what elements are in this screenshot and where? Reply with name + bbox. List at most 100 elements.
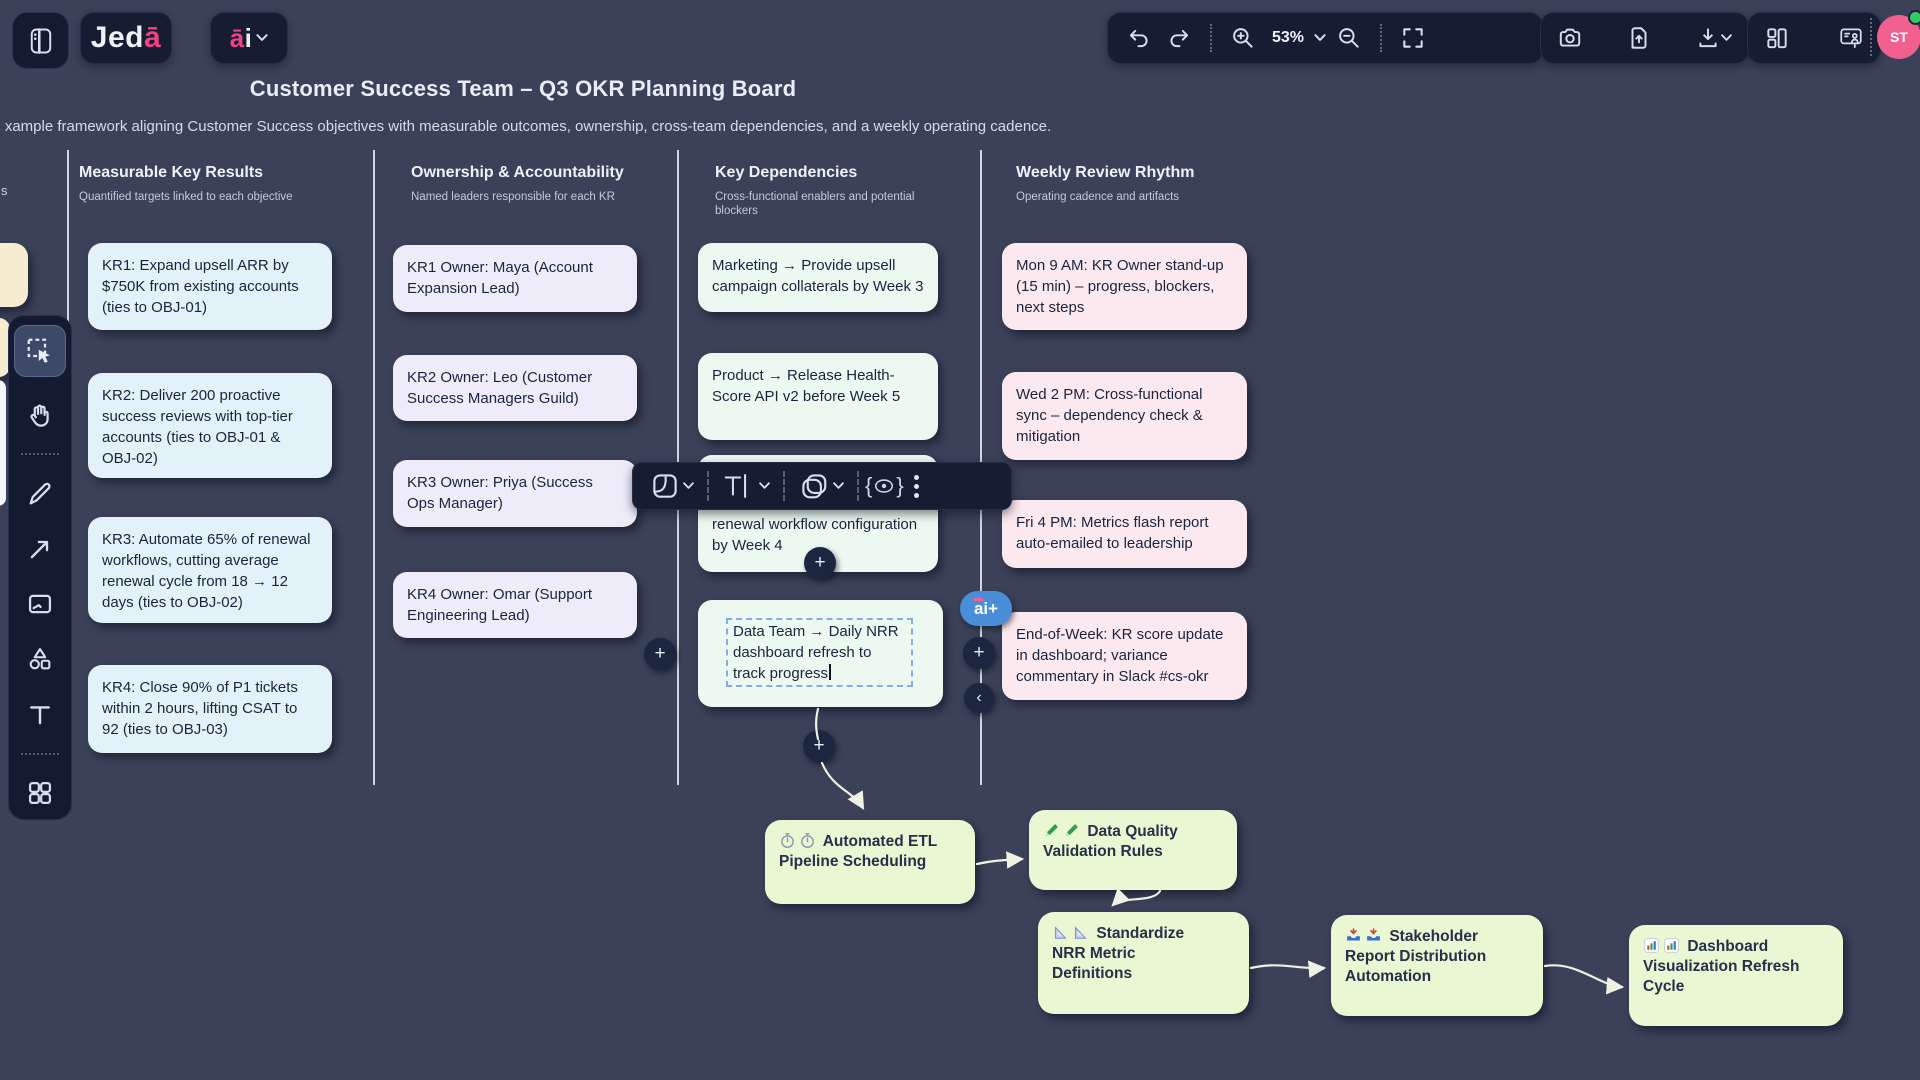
avatar-initials: ST bbox=[1890, 29, 1908, 45]
toolbar-divider bbox=[1870, 18, 1872, 56]
ai-plus-badge[interactable]: ai+ bbox=[960, 591, 1012, 626]
column-header-ownership[interactable]: Ownership & Accountability bbox=[411, 164, 624, 181]
flow-node-dashboard-refresh[interactable]: Dashboard Visualization Refresh Cycle bbox=[1629, 925, 1843, 1026]
card-text: KR4 Owner: Omar (Support Engineering Lea… bbox=[407, 586, 593, 624]
presentation-button[interactable] bbox=[1834, 21, 1868, 55]
fullscreen-button[interactable] bbox=[1396, 21, 1430, 55]
card-kr1-owner[interactable]: KR1 Owner: Maya (Account Expansion Lead) bbox=[393, 245, 637, 312]
view-toolbar bbox=[1747, 12, 1881, 64]
hand-tool[interactable] bbox=[18, 398, 62, 432]
card-kr4-owner[interactable]: KR4 Owner: Omar (Support Engineering Lea… bbox=[393, 572, 637, 638]
shapes-tool[interactable] bbox=[18, 642, 62, 676]
redo-button[interactable] bbox=[1162, 21, 1196, 55]
column-header-dependencies[interactable]: Key Dependencies bbox=[715, 164, 858, 181]
board-subtitle[interactable]: xample framework aligning Customer Succe… bbox=[4, 118, 1052, 135]
toolbar-divider bbox=[21, 752, 59, 755]
online-status-dot bbox=[1908, 10, 1920, 25]
screenshot-button[interactable] bbox=[1553, 21, 1587, 55]
apps-grid-tool[interactable] bbox=[18, 776, 62, 810]
select-tool[interactable] bbox=[14, 325, 66, 377]
card-text: Wed 2 PM: Cross-functional sync – depend… bbox=[1016, 386, 1203, 445]
code-view-tool[interactable]: {} bbox=[865, 473, 904, 498]
add-card-below-button[interactable]: + bbox=[804, 547, 836, 579]
flow-node-data-quality[interactable]: Data Quality Validation Rules bbox=[1029, 810, 1237, 890]
sticky-note-tool[interactable] bbox=[650, 471, 694, 501]
column-subtitle: Quantified targets linked to each object… bbox=[79, 191, 293, 203]
chevron-down-icon[interactable] bbox=[1314, 34, 1326, 42]
card-text: Data Team → Daily NRR dashboard refresh … bbox=[733, 623, 899, 682]
flow-node-standardize-nrr[interactable]: Standardize NRR Metric Definitions bbox=[1038, 912, 1249, 1014]
column-header-review-rhythm[interactable]: Weekly Review Rhythm bbox=[1016, 164, 1195, 181]
inbox-tray-icon bbox=[1365, 927, 1382, 944]
card-text: KR1: Expand upsell ARR by $750K from exi… bbox=[102, 257, 299, 316]
card-rhythm-friday[interactable]: Fri 4 PM: Metrics flash report auto-emai… bbox=[1002, 500, 1247, 568]
column-subtitle: Cross-functional enablers and potential … bbox=[715, 191, 915, 217]
text-tool[interactable] bbox=[18, 698, 62, 732]
flow-node-etl-scheduling[interactable]: Automated ETL Pipeline Scheduling bbox=[765, 820, 975, 904]
text-tool[interactable] bbox=[722, 471, 770, 501]
cutoff-sticky-card[interactable] bbox=[0, 243, 28, 307]
shape-tool[interactable] bbox=[798, 471, 844, 501]
logo-text: Jed bbox=[90, 21, 144, 54]
card-kr3-owner[interactable]: KR3 Owner: Priya (Success Ops Manager) bbox=[393, 460, 637, 527]
collapse-chevron-button[interactable]: ‹ bbox=[964, 683, 994, 713]
column-header-key-results[interactable]: Measurable Key Results bbox=[79, 164, 264, 181]
card-text: Fri 4 PM: Metrics flash report auto-emai… bbox=[1016, 514, 1209, 552]
card-kr4[interactable]: KR4: Close 90% of P1 tickets within 2 ho… bbox=[88, 665, 332, 753]
stopwatch-icon bbox=[779, 832, 796, 849]
stopwatch-icon bbox=[799, 832, 816, 849]
toolbar-divider bbox=[707, 471, 709, 501]
toolbar-divider bbox=[1380, 24, 1383, 52]
card-rhythm-end-of-week[interactable]: End-of-Week: KR score update in dashboar… bbox=[1002, 612, 1247, 700]
chevron-down-icon bbox=[683, 482, 694, 489]
inbox-tray-icon bbox=[1345, 927, 1362, 944]
image-tool[interactable] bbox=[18, 587, 62, 621]
zoom-out-button[interactable] bbox=[1332, 21, 1366, 55]
pen-tool[interactable] bbox=[18, 477, 62, 511]
card-dependency-marketing[interactable]: Marketing → Provide upsell campaign coll… bbox=[698, 243, 938, 312]
card-rhythm-wednesday[interactable]: Wed 2 PM: Cross-functional sync – depend… bbox=[1002, 372, 1247, 460]
more-options-menu[interactable] bbox=[913, 474, 919, 498]
card-kr2-owner[interactable]: KR2 Owner: Leo (Customer Success Manager… bbox=[393, 355, 637, 421]
card-dependency-product[interactable]: Product → Release Health-Score API v2 be… bbox=[698, 353, 938, 440]
board-title[interactable]: Customer Success Team – Q3 OKR Planning … bbox=[249, 76, 797, 101]
flow-node-stakeholder-reports[interactable]: Stakeholder Report Distribution Automati… bbox=[1331, 915, 1543, 1016]
triangle-ruler-icon bbox=[1052, 924, 1069, 941]
green-pen-icon bbox=[1043, 822, 1060, 839]
export-toolbar bbox=[1540, 12, 1749, 64]
jeda-logo[interactable]: Jedā bbox=[80, 12, 172, 64]
cutoff-card[interactable] bbox=[0, 380, 6, 506]
card-text: KR1 Owner: Maya (Account Expansion Lead) bbox=[407, 259, 593, 297]
chevron-down-icon bbox=[833, 482, 844, 489]
flow-node-label: Stakeholder Report Distribution Automati… bbox=[1345, 928, 1487, 985]
flow-node-label: Automated ETL Pipeline Scheduling bbox=[779, 833, 937, 870]
card-text: End-of-Week: KR score update in dashboar… bbox=[1016, 626, 1224, 685]
zoom-in-button[interactable] bbox=[1226, 21, 1260, 55]
ai-menu-button[interactable]: āi bbox=[210, 12, 288, 64]
zoom-level[interactable]: 53% bbox=[1272, 29, 1305, 46]
flow-node-label: Standardize NRR Metric Definitions bbox=[1052, 925, 1185, 982]
add-card-right-button[interactable]: + bbox=[963, 637, 995, 669]
add-card-left-button[interactable]: + bbox=[644, 638, 676, 670]
upload-file-button[interactable] bbox=[1622, 21, 1656, 55]
ai-macron bbox=[974, 598, 983, 601]
sidebar-toggle-button[interactable] bbox=[12, 12, 69, 69]
card-kr3[interactable]: KR3: Automate 65% of renewal workflows, … bbox=[88, 517, 332, 623]
undo-button[interactable] bbox=[1122, 21, 1156, 55]
add-connector-button[interactable]: + bbox=[803, 730, 835, 762]
card-text: KR2 Owner: Leo (Customer Success Manager… bbox=[407, 369, 593, 407]
card-dependency-data-team-selected[interactable]: Data Team → Daily NRR dashboard refresh … bbox=[698, 600, 943, 707]
arrow-tool[interactable] bbox=[18, 532, 62, 566]
download-button[interactable] bbox=[1690, 21, 1736, 55]
cutoff-sticky-card[interactable] bbox=[0, 318, 10, 377]
card-rhythm-monday[interactable]: Mon 9 AM: KR Owner stand-up (15 min) – p… bbox=[1002, 243, 1247, 330]
ai-badge-label: ai+ bbox=[973, 598, 999, 618]
card-text: renewal workflow configuration by Week 4 bbox=[712, 516, 918, 554]
card-kr2[interactable]: KR2: Deliver 200 proactive success revie… bbox=[88, 373, 332, 478]
cutoff-column-header-fragment: s bbox=[1, 183, 8, 198]
context-toolbar: {} bbox=[632, 462, 1012, 510]
card-kr1[interactable]: KR1: Expand upsell ARR by $750K from exi… bbox=[88, 243, 332, 330]
layout-panels-button[interactable] bbox=[1760, 21, 1794, 55]
ai-text: i bbox=[244, 22, 253, 53]
